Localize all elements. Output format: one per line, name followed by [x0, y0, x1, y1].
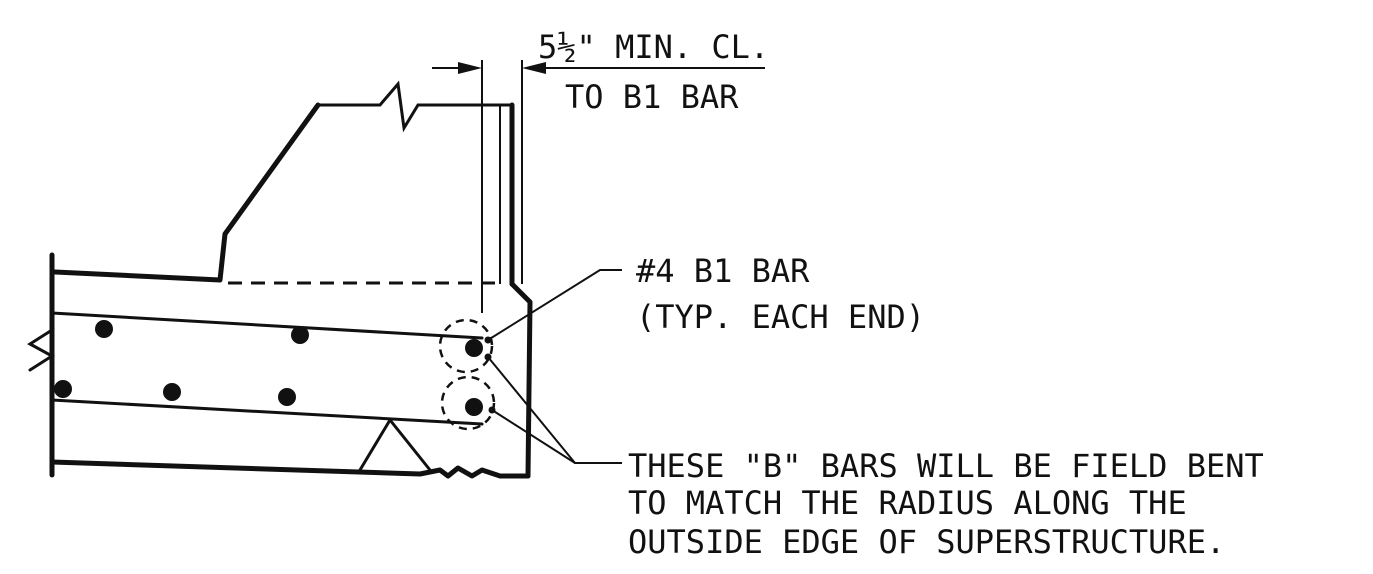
b1-bar-label: #4 B1 BAR: [636, 252, 810, 290]
rebar-bar: [95, 320, 113, 338]
rebar-bar: [291, 326, 309, 344]
field-bent-note-line1: THESE "B" BARS WILL BE FIELD BENT: [628, 447, 1264, 485]
b1-bar-top: [465, 339, 483, 357]
barrier-outline: [52, 80, 533, 479]
deck-slab: [27, 252, 531, 479]
b1-bar-bottom: [465, 398, 483, 416]
rebar-bar: [54, 380, 72, 398]
b1-bar-highlight-bottom: [440, 375, 496, 431]
b1-bar-highlight-top: [438, 318, 494, 374]
field-bent-note-line3: OUTSIDE EDGE OF SUPERSTRUCTURE.: [628, 523, 1225, 561]
rebar-bar: [163, 383, 181, 401]
rebar-bars: [54, 320, 483, 416]
field-bent-note-line2: TO MATCH THE RADIUS ALONG THE: [628, 484, 1187, 522]
clearance-dimension: [432, 60, 765, 313]
b1-bar-typ-note: (TYP. EACH END): [636, 298, 925, 336]
clearance-note-line1: 5½" MIN. CL.: [538, 28, 769, 66]
rebar-bar: [278, 388, 296, 406]
leader-lines: [484, 269, 622, 464]
clearance-note-line2: TO B1 BAR: [565, 78, 739, 116]
